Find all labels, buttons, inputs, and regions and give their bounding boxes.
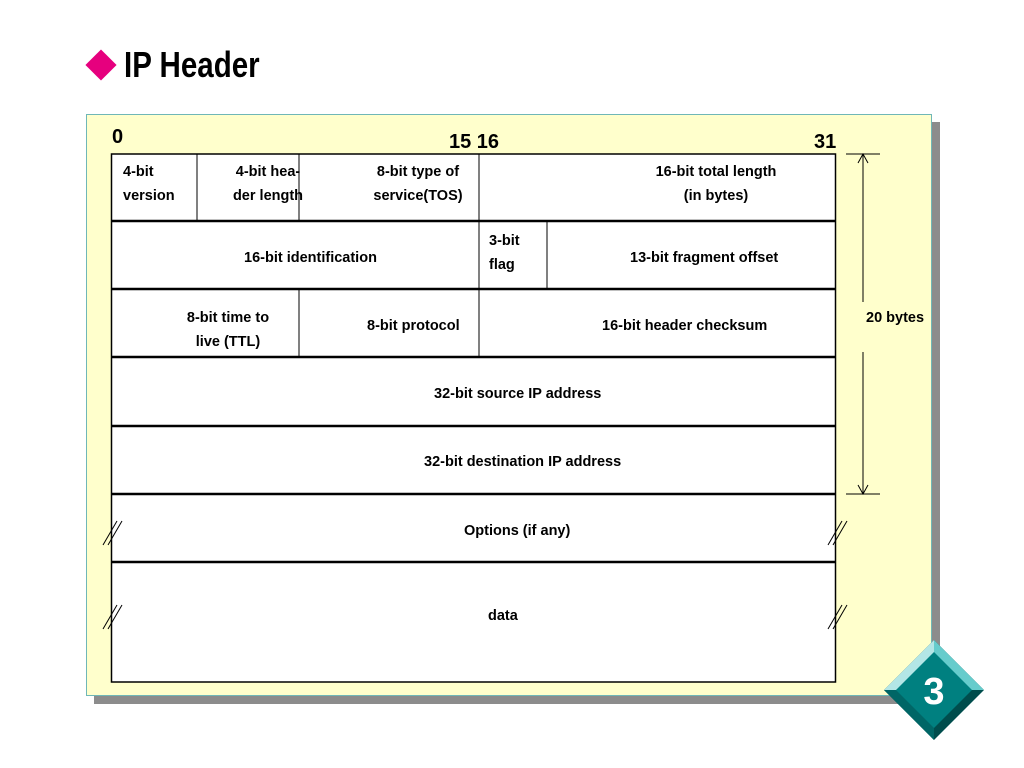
bit-label-0: 0 [112,126,124,148]
bit-label-31: 31 [814,131,837,153]
bracket-arrow-down [857,484,869,496]
field-flags: 3-bit flag [489,229,520,277]
size-bracket [846,152,880,496]
field-flags-line1: 3-bit [489,233,520,249]
break-marks [102,520,848,630]
slide-title-group: IP Header [85,40,289,90]
field-dividers [196,154,548,357]
field-total-length-line1: 16-bit total length [655,164,777,180]
row-separators [111,219,836,564]
field-protocol: 8-bit protocol [367,318,460,334]
field-tos-line1: 8-bit type of [376,164,460,180]
field-tos: 8-bit type of service(TOS) [356,160,480,208]
field-options: Options (if any) [464,523,571,539]
field-source-ip: 32-bit source IP address [434,386,602,402]
bit-label-15-16: 15 16 [449,131,500,153]
header-outer-box [110,153,837,683]
size-label: 20 bytes [866,310,925,326]
page-number-badge: 3 [884,640,984,740]
slide-title: IP Header [124,44,260,85]
field-header-length-line2: der length [232,188,304,204]
break-mark-options-right [827,520,848,546]
break-mark-data-right [827,604,848,630]
field-total-length: 16-bit total length (in bytes) [626,160,806,208]
field-header-length-line1: 4-bit hea- [235,164,301,180]
field-ttl: 8-bit time to live (TTL) [166,306,290,354]
field-ttl-line2: live (TTL) [195,334,261,350]
field-data: data [488,608,518,624]
field-flags-line2: flag [489,257,515,273]
field-destination-ip: 32-bit destination IP address [424,454,622,470]
break-mark-data-left [102,604,123,630]
bracket-arrow-up [857,152,869,164]
field-header-length: 4-bit hea- der length [220,160,316,208]
field-fragment-offset: 13-bit fragment offset [630,250,779,266]
field-checksum: 16-bit header checksum [602,318,768,334]
field-version: 4-bit version [123,160,175,208]
break-mark-options-left [102,520,123,546]
field-total-length-line2: (in bytes) [683,188,749,204]
field-identification: 16-bit identification [244,250,377,266]
field-version-line1: 4-bit [123,164,154,180]
page-number: 3 [923,671,944,713]
field-ttl-line1: 8-bit time to [186,310,270,326]
field-version-line2: version [123,188,175,204]
field-tos-line2: service(TOS) [373,188,463,204]
